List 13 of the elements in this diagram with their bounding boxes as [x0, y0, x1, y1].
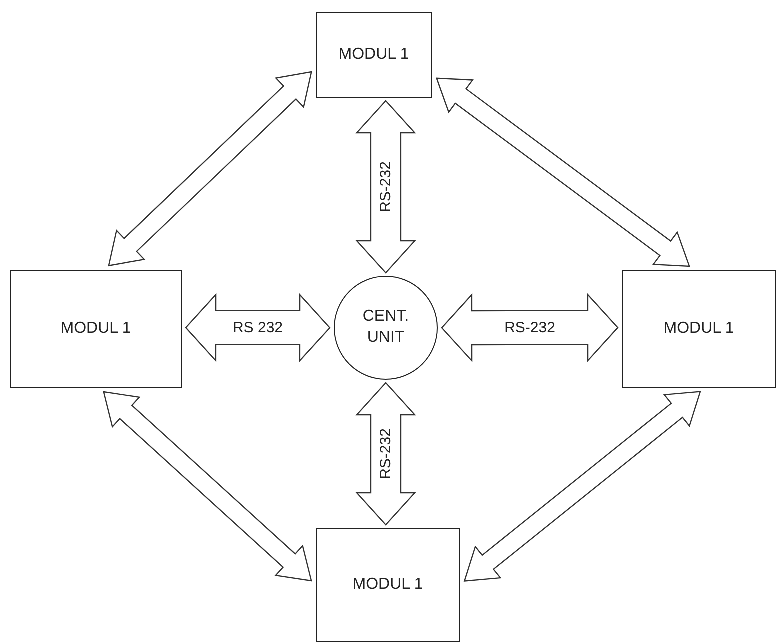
node-label: CENT. UNIT: [362, 307, 410, 348]
double-arrow: [103, 391, 312, 582]
node-label: MODUL 1: [352, 574, 424, 595]
node-label: MODUL 1: [338, 44, 410, 65]
module-box: [622, 270, 776, 388]
double-arrow: [436, 78, 690, 268]
node-label: MODUL 1: [60, 318, 132, 339]
module-box: [316, 12, 432, 98]
module-box: [10, 270, 182, 388]
node-label: MODUL 1: [664, 318, 734, 339]
double-arrow: [464, 391, 702, 582]
module-box: [316, 528, 460, 642]
double-arrow: [108, 71, 312, 267]
